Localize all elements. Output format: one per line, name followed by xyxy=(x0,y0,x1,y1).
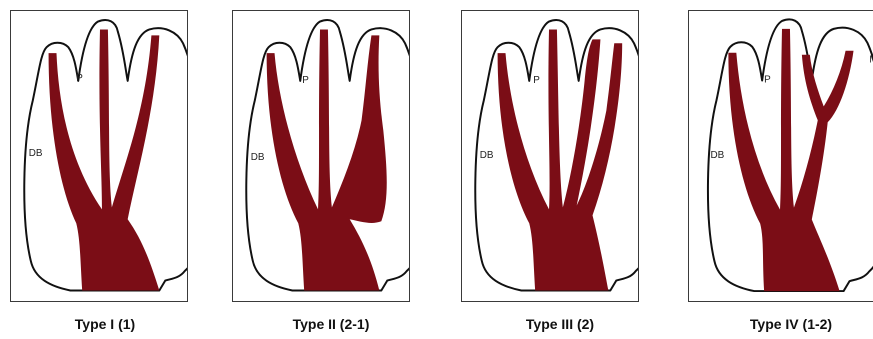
label-p: P xyxy=(533,75,540,86)
label-db: DB xyxy=(251,152,265,163)
label-mb: MB xyxy=(869,55,873,66)
caption-type-2: Type II (2-1) xyxy=(276,316,386,332)
tooth-diagram-type-1: DB P MB xyxy=(11,11,187,301)
caption-type-1: Type I (1) xyxy=(60,316,150,332)
label-p: P xyxy=(76,73,83,84)
tooth-panel-type-3: DB P MB xyxy=(461,10,639,302)
label-p: P xyxy=(764,75,771,86)
label-db: DB xyxy=(480,150,494,161)
tooth-diagram-type-2: DB P MB xyxy=(233,11,409,301)
tooth-diagram-type-3: DB P MB xyxy=(462,11,638,301)
tooth-panel-type-4: DB P MB xyxy=(688,10,873,302)
caption-type-4: Type IV (1-2) xyxy=(736,316,846,332)
tooth-panel-type-2: DB P MB xyxy=(232,10,410,302)
caption-type-3: Type III (2) xyxy=(510,316,610,332)
tooth-diagram-type-4: DB P MB xyxy=(689,11,873,301)
tooth-panel-type-1: DB P MB xyxy=(10,10,188,302)
label-p: P xyxy=(302,75,309,86)
label-db: DB xyxy=(711,150,725,161)
label-db: DB xyxy=(29,148,43,159)
